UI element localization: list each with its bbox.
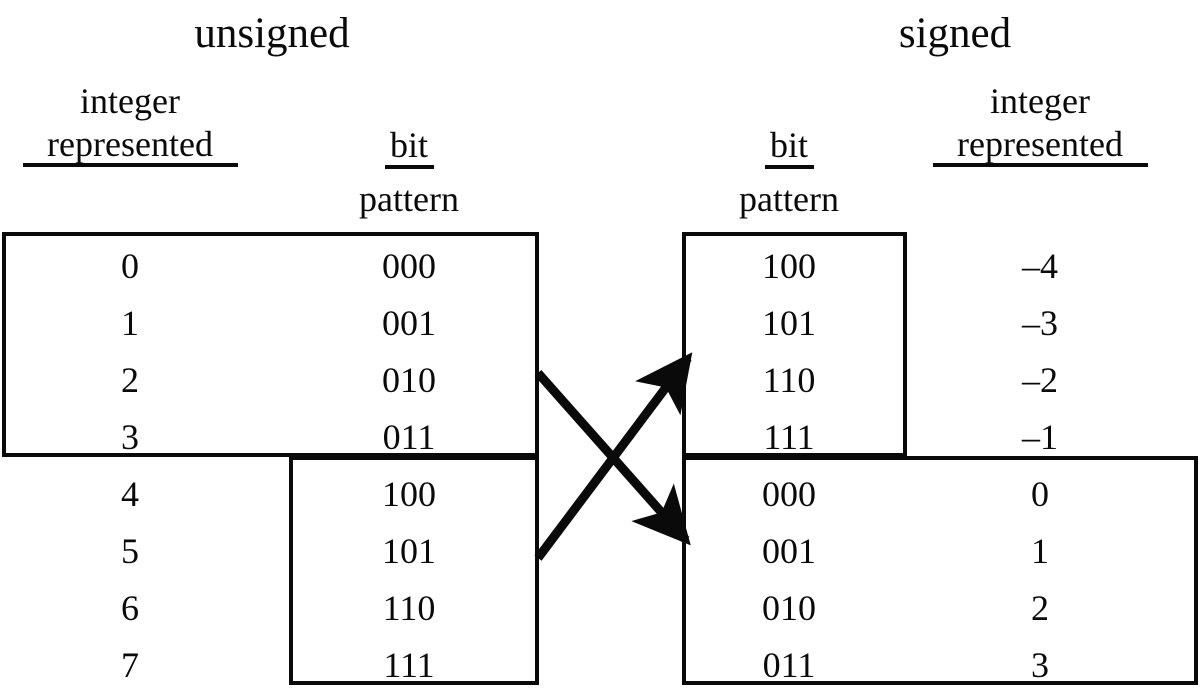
left-bit-header-underline	[385, 165, 434, 169]
signed-bits-cell-6: 010	[762, 588, 816, 628]
unsigned-bits-cell-6: 110	[382, 588, 436, 628]
signed-integer-cell-0: –4	[1022, 246, 1058, 286]
left-bit-header-line1: bit	[389, 125, 429, 165]
signed-bits-cell-3: 111	[763, 417, 815, 457]
right-bit-header-line1: bit	[769, 125, 809, 165]
signed-title: signed	[898, 10, 1012, 57]
right-integer-header-line1: integer	[990, 81, 1090, 121]
signed-integer-cell-5: 1	[1031, 531, 1049, 571]
left-pattern-header-line2: pattern	[359, 179, 459, 219]
arrow-unsigned-low-to-signed-nonnegative	[534, 370, 691, 546]
unsigned-integer-cell-3: 3	[121, 417, 139, 457]
unsigned-integer-cell-7: 7	[121, 645, 139, 685]
signed-bits-cell-4: 000	[762, 474, 816, 514]
signed-bits-cell-7: 011	[762, 645, 816, 685]
unsigned-bits-cell-2: 010	[382, 360, 436, 400]
unsigned-integer-cell-2: 2	[121, 360, 139, 400]
right-integer-header-line2: represented	[957, 124, 1123, 164]
unsigned-low-group-box	[2, 232, 539, 457]
signed-integer-cell-4: 0	[1031, 474, 1049, 514]
signed-integer-cell-2: –2	[1022, 360, 1058, 400]
left-integer-header-underline	[23, 163, 238, 167]
left-integer-header-line2: represented	[47, 124, 213, 164]
signed-integer-cell-7: 3	[1031, 645, 1049, 685]
signed-integer-cell-6: 2	[1031, 588, 1049, 628]
unsigned-bits-cell-1: 001	[382, 303, 436, 343]
signed-bits-cell-1: 101	[762, 303, 816, 343]
unsigned-bits-cell-0: 000	[382, 246, 436, 286]
unsigned-bits-cell-3: 011	[382, 417, 436, 457]
arrow-unsigned-high-to-signed-negative	[534, 352, 693, 561]
unsigned-integer-cell-0: 0	[121, 246, 139, 286]
signed-bits-cell-0: 100	[762, 246, 816, 286]
signed-integer-cell-3: –1	[1022, 417, 1058, 457]
right-pattern-header-line2: pattern	[739, 179, 839, 219]
left-integer-header-line1: integer	[80, 81, 180, 121]
signed-negative-group-box	[682, 232, 907, 457]
signed-bits-cell-5: 001	[762, 531, 816, 571]
signed-bits-cell-2: 110	[762, 360, 816, 400]
signed-nonnegative-group-box	[682, 456, 1198, 685]
unsigned-integer-cell-6: 6	[121, 588, 139, 628]
unsigned-bits-cell-4: 100	[382, 474, 436, 514]
unsigned-title: unsigned	[194, 10, 350, 57]
unsigned-integer-cell-1: 1	[121, 303, 139, 343]
unsigned-integer-cell-5: 5	[121, 531, 139, 571]
signed-integer-cell-1: –3	[1022, 303, 1058, 343]
unsigned-bits-cell-5: 101	[382, 531, 436, 571]
right-integer-header-underline	[933, 163, 1148, 167]
unsigned-bits-cell-7: 111	[383, 645, 435, 685]
unsigned-integer-cell-4: 4	[121, 474, 139, 514]
unsigned-high-group-box	[289, 456, 539, 685]
right-bit-header-underline	[765, 165, 814, 169]
